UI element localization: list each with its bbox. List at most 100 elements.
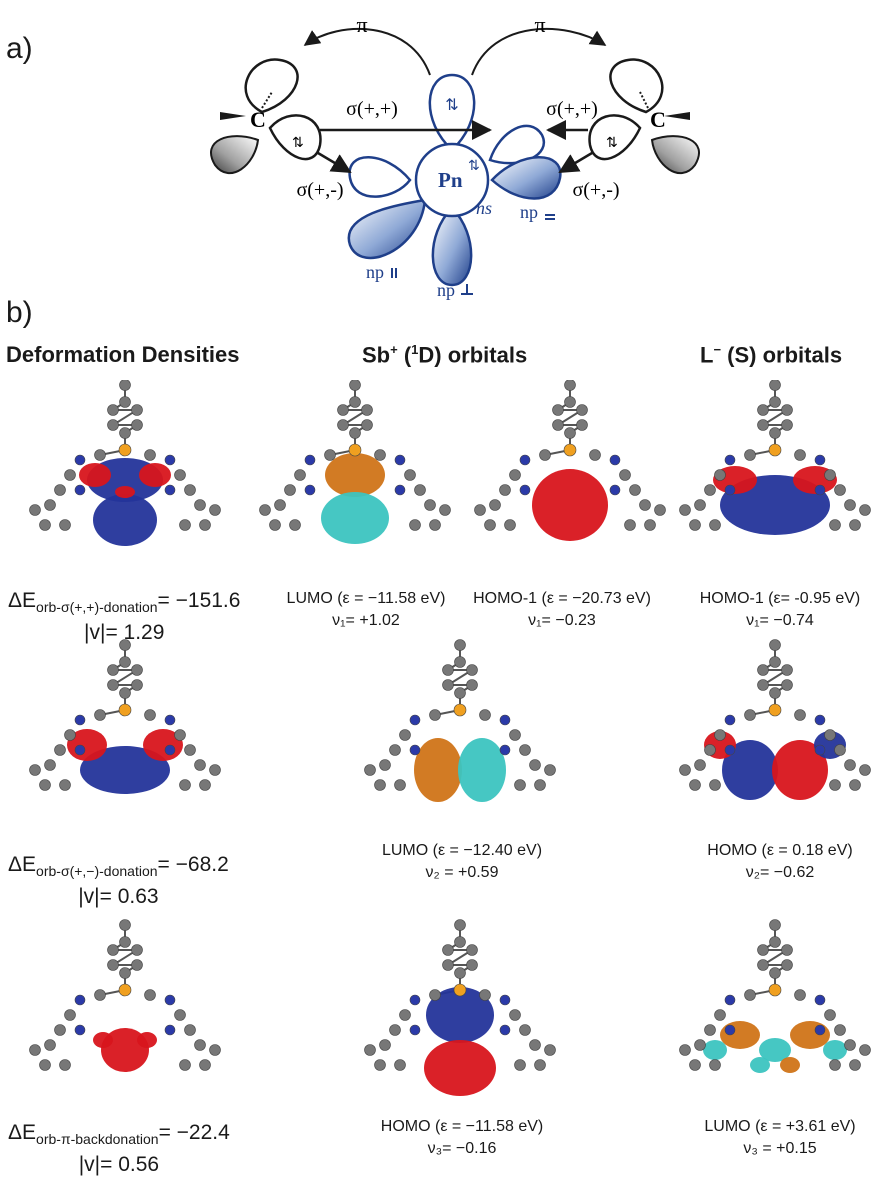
r2-deformation-atom bbox=[174, 729, 186, 741]
r2-l-homo-lobe-lobe_red bbox=[772, 740, 828, 800]
r3-deformation-atom bbox=[184, 1024, 196, 1036]
pn-left-lobe bbox=[348, 156, 412, 198]
r1-sb-lumo-atom bbox=[361, 419, 373, 431]
r2-sb-lumo-atom bbox=[394, 779, 406, 791]
r1-sb-lumo-atom bbox=[409, 519, 421, 531]
r1-l-homo1-atom bbox=[814, 454, 826, 466]
r2-sb-lumo-atom bbox=[409, 714, 421, 726]
r3-sb-homo-atom bbox=[379, 1039, 391, 1051]
r1-deformation-atom bbox=[184, 484, 196, 496]
r2-sb-lumo-atom bbox=[466, 679, 478, 691]
r1-sb-lumo-atom bbox=[259, 504, 271, 516]
r3-l-lumo-atom bbox=[844, 1039, 856, 1051]
r1-sb-homo1-atom bbox=[609, 484, 621, 496]
r1-sb-lumo-atom bbox=[349, 396, 361, 408]
r1-sb-lumo-atom bbox=[289, 519, 301, 531]
r3-l-lumo-atom bbox=[757, 944, 769, 956]
r2-l-homo-atom bbox=[709, 779, 721, 791]
r2-sb-lumo-atom bbox=[399, 729, 411, 741]
row3-l-lumo-caption: LUMO (ε = +3.61 eV)ν₃ = +0.15 bbox=[704, 1118, 856, 1157]
r3-l-lumo-lobe-lobe_cyan bbox=[823, 1040, 847, 1060]
r3-sb-homo-atom bbox=[466, 959, 478, 971]
r1-l-homo1-atom bbox=[849, 519, 861, 531]
r2-sb-lumo-atom bbox=[453, 703, 467, 717]
r3-l-lumo-atom bbox=[679, 1044, 691, 1056]
orbital-interaction-diagram: π π C ⇅ C ⇅ ⇅ Pn ⇅ bbox=[210, 12, 700, 300]
r2-l-homo-atom bbox=[814, 714, 826, 726]
r3-sb-homo-atom bbox=[509, 1009, 521, 1021]
r2-deformation-atom bbox=[54, 744, 66, 756]
r3-deformation-atom bbox=[74, 1024, 86, 1036]
r2-deformation-atom bbox=[44, 759, 56, 771]
sigma-pm-label-left: σ(+,-) bbox=[296, 179, 343, 201]
r2-sb-lumo-atom bbox=[374, 779, 386, 791]
r1-l-homo1-atom bbox=[824, 469, 836, 481]
r3-sb-homo-atom bbox=[544, 1044, 556, 1056]
r3-sb-homo-atom bbox=[442, 944, 454, 956]
pi-label-right: π bbox=[534, 12, 545, 37]
r3-deformation-atom bbox=[118, 983, 132, 997]
ns-orbital bbox=[414, 142, 490, 218]
r2-l-homo-atom bbox=[704, 744, 716, 756]
r1-l-homo1-atom bbox=[769, 380, 781, 391]
r2-l-homo-atom bbox=[769, 656, 781, 668]
r1-sb-homo1-atom bbox=[484, 519, 496, 531]
r2-l-homo-atom bbox=[679, 764, 691, 776]
r2-deformation-atom bbox=[119, 687, 131, 699]
r3-l-lumo-atom bbox=[781, 959, 793, 971]
pn-top-electron-pair: ⇅ bbox=[445, 95, 458, 114]
r1-l-homo1-atom bbox=[814, 484, 826, 496]
r1-sb-lumo-atom bbox=[404, 469, 416, 481]
r3-sb-homo-atom bbox=[534, 1059, 546, 1071]
r1-l-homo1-atom bbox=[829, 519, 841, 531]
r1-sb-lumo-atom bbox=[429, 519, 441, 531]
np-perp-label: np bbox=[437, 280, 455, 300]
r2-deformation-atom bbox=[39, 779, 51, 791]
r3-deformation-atom bbox=[74, 994, 86, 1006]
r3-l-lumo-atom bbox=[757, 959, 769, 971]
r3-deformation-atom bbox=[64, 1009, 76, 1021]
r1-deformation-atom bbox=[119, 396, 131, 408]
r3-deformation-atom bbox=[194, 1039, 206, 1051]
r2-l-homo-atom bbox=[781, 679, 793, 691]
r2-deformation-atom bbox=[74, 744, 86, 756]
r3-l-lumo-atom bbox=[744, 989, 756, 1001]
r3-deformation-atom bbox=[39, 1059, 51, 1071]
r3-l-lumo-atom bbox=[794, 989, 806, 1001]
panel-a-label: a) bbox=[6, 32, 33, 65]
r1-sb-homo1-atom bbox=[489, 499, 501, 511]
row1-deformation-energy: ΔEorb-σ(+,+)-donation= −151.6 |v|= 1.29 bbox=[8, 589, 241, 645]
row1-v-value: |v|= 1.29 bbox=[84, 621, 165, 645]
r2-sb-lumo-atom bbox=[454, 639, 466, 651]
r1-deformation-atom bbox=[119, 427, 131, 439]
pi-arrow-left bbox=[303, 27, 431, 76]
r1-sb-homo1-atom bbox=[639, 499, 651, 511]
r1-l-homo1-atom bbox=[757, 419, 769, 431]
r2-sb-lumo-atom bbox=[514, 779, 526, 791]
r2-sb-lumo-atom bbox=[429, 709, 441, 721]
right-carbon-back-lobe bbox=[650, 135, 700, 175]
r1-sb-homo1-atom bbox=[519, 454, 531, 466]
r3-deformation-atom bbox=[209, 1044, 221, 1056]
r3-sb-homo-lobe-lobe_red bbox=[424, 1040, 496, 1096]
r2-l-homo-atom bbox=[859, 764, 871, 776]
r3-sb-homo-atom bbox=[409, 994, 421, 1006]
r1-sb-homo1-atom bbox=[654, 504, 666, 516]
r1-l-homo1-atom bbox=[794, 449, 806, 461]
r3-l-lumo-lobe-lobe_cyan bbox=[750, 1057, 770, 1073]
right-electron-pair: ⇅ bbox=[606, 135, 618, 151]
sigma-pp-label-right: σ(+,+) bbox=[546, 98, 598, 120]
r1-sb-lumo-atom bbox=[394, 454, 406, 466]
r1-sb-homo1-atom bbox=[619, 469, 631, 481]
r3-deformation-atom bbox=[131, 944, 143, 956]
r2-sb-lumo-atom bbox=[442, 679, 454, 691]
r1-l-homo1-atom bbox=[757, 404, 769, 416]
r2-deformation-atom bbox=[118, 703, 132, 717]
r2-sb-lumo-atom bbox=[534, 779, 546, 791]
r2-deformation-atom bbox=[131, 664, 143, 676]
r2-l-homo-atom bbox=[849, 779, 861, 791]
r3-l-lumo-atom bbox=[834, 1024, 846, 1036]
r1-sb-homo1-atom bbox=[563, 443, 577, 457]
row2-v-value: |v|= 0.63 bbox=[78, 885, 159, 909]
r1-deformation-atom bbox=[199, 519, 211, 531]
